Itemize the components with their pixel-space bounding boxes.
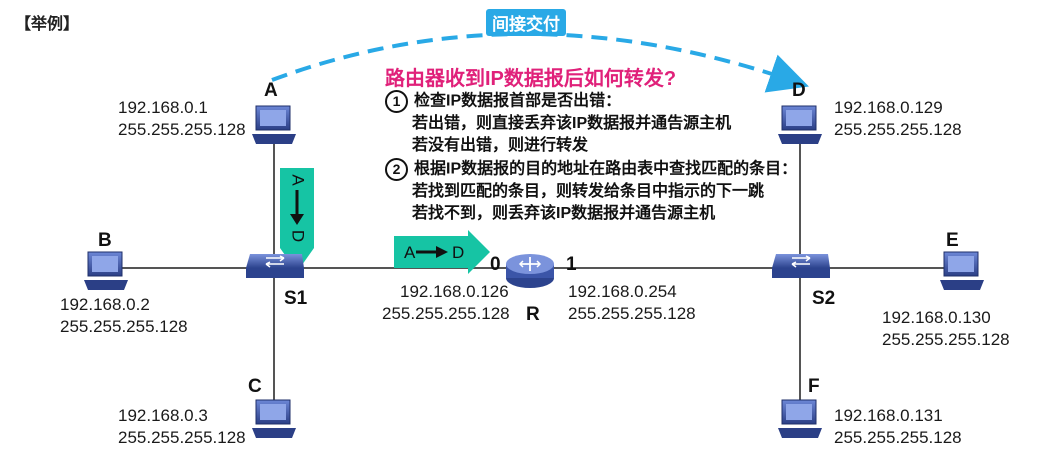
step-1-line-1: 1 检查IP数据报首部是否出错： — [385, 90, 731, 113]
switch-s2-label: S2 — [812, 288, 836, 309]
host-c-ip: 192.168.0.3 — [118, 406, 208, 425]
forwarding-question: 路由器收到IP数据报后如何转发? — [385, 68, 677, 90]
horizontal-packet-arrow: A D — [394, 230, 490, 274]
host-f-label: F — [808, 376, 820, 397]
host-a-ip: 192.168.0.1 — [118, 98, 208, 117]
indirect-delivery-label: 间接交付 — [486, 9, 566, 36]
step-2-number: 2 — [385, 158, 408, 181]
pc-icon-b[interactable] — [84, 251, 128, 290]
step-2-line-1: 2 根据IP数据报的目的地址在路由表中查找匹配的条目： — [385, 158, 797, 181]
step-1-line-3: 若没有出错，则进行转发 — [412, 137, 589, 154]
host-a-label: A — [264, 80, 278, 101]
step-1-text: 检查IP数据报首部是否出错： — [414, 92, 622, 110]
router-port1-mask: 255.255.255.128 — [568, 304, 696, 323]
step-2-line-3: 若找不到，则丢弃该IP数据报并通告源主机 — [412, 205, 716, 222]
host-d-label: D — [792, 80, 806, 101]
host-e-ip: 192.168.0.130 — [882, 308, 991, 327]
vertical-arrow-src: A — [289, 174, 308, 186]
host-f-mask: 255.255.255.128 — [834, 428, 962, 447]
pc-icon-c[interactable] — [252, 399, 296, 438]
router-port-0: 0 — [490, 254, 501, 275]
horizontal-arrow-dst: D — [452, 243, 464, 262]
router-port-1: 1 — [566, 254, 577, 275]
step-2-text: 根据IP数据报的目的地址在路由表中查找匹配的条目： — [414, 160, 798, 178]
router-icon[interactable] — [506, 254, 554, 288]
step-2-line-2: 若找到匹配的条目，则转发给条目中指示的下一跳 — [412, 183, 765, 200]
host-a-mask: 255.255.255.128 — [118, 120, 246, 139]
host-d-mask: 255.255.255.128 — [834, 120, 962, 139]
host-c-label: C — [248, 376, 262, 397]
router-port1-ip: 192.168.0.254 — [568, 282, 677, 301]
host-e-mask: 255.255.255.128 — [882, 330, 1010, 349]
switch-icon-s1[interactable] — [246, 254, 304, 278]
router-label: R — [526, 304, 540, 325]
horizontal-arrow-src: A — [404, 243, 416, 262]
host-d-ip: 192.168.0.129 — [834, 98, 943, 117]
step-1-line-2: 若出错，则直接丢弃该IP数据报并通告源主机 — [412, 115, 732, 132]
router-port0-mask: 255.255.255.128 — [382, 304, 510, 323]
host-b-mask: 255.255.255.128 — [60, 317, 188, 336]
pc-icon-f[interactable] — [778, 399, 822, 438]
step-1: 1 检查IP数据报首部是否出错： 若出错，则直接丢弃该IP数据报并通告源主机 若没… — [385, 90, 731, 157]
host-e-label: E — [946, 230, 959, 251]
pc-icon-d[interactable] — [778, 105, 822, 144]
host-b-label: B — [98, 230, 112, 251]
example-label: 【举例】 — [15, 16, 80, 33]
vertical-packet-arrow: A D — [280, 168, 314, 272]
router-port0-ip: 192.168.0.126 — [400, 282, 509, 301]
step-2: 2 根据IP数据报的目的地址在路由表中查找匹配的条目： 若找到匹配的条目，则转发给… — [385, 158, 797, 225]
switch-s1-label: S1 — [284, 288, 308, 309]
vertical-arrow-dst: D — [289, 230, 308, 242]
host-b-ip: 192.168.0.2 — [60, 295, 150, 314]
pc-icon-a[interactable] — [252, 105, 296, 144]
step-1-number: 1 — [385, 90, 408, 113]
host-c-mask: 255.255.255.128 — [118, 428, 246, 447]
host-f-ip: 192.168.0.131 — [834, 406, 943, 425]
pc-icon-e[interactable] — [940, 251, 984, 290]
switch-icon-s2[interactable] — [772, 254, 830, 278]
